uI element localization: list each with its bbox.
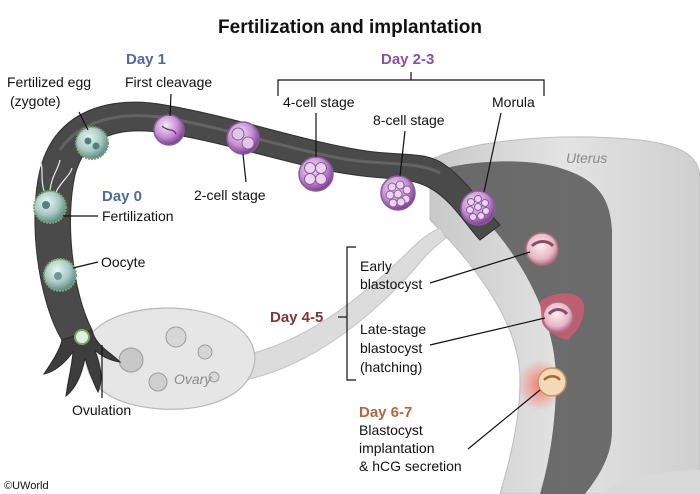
implanting-blastocyst xyxy=(518,359,567,411)
implantation-label-3: & hCG secretion xyxy=(359,458,462,474)
day67-label: Day 6-7 xyxy=(359,404,412,421)
leader-lines xyxy=(63,72,546,450)
ovulation-follicle xyxy=(74,329,90,345)
late-blastocyst-label-1: Late-stage xyxy=(360,321,426,337)
fertilized-egg-label: Fertilized egg xyxy=(7,74,91,90)
two-cell-label: 2-cell stage xyxy=(194,187,266,203)
early-blastocyst-label-2: blastocyst xyxy=(360,276,422,292)
morula xyxy=(460,190,496,226)
day23-label: Day 2-3 xyxy=(381,51,434,68)
ovulation-label: Ovulation xyxy=(72,402,131,418)
morula-label: Morula xyxy=(492,94,535,110)
eight-cell-embryo xyxy=(380,175,416,211)
first-cleavage-cell xyxy=(153,114,185,146)
oocyte-cell xyxy=(43,258,77,292)
oocyte-label: Oocyte xyxy=(101,254,146,270)
fertilization-cell xyxy=(33,159,73,224)
ovary-label: Ovary xyxy=(174,371,212,387)
zygote-cell xyxy=(75,126,109,160)
copyright-text: ©UWorld xyxy=(4,480,49,492)
day0-label: Day 0 xyxy=(102,188,142,205)
four-cell-label: 4-cell stage xyxy=(283,94,355,110)
ovary: Ovary xyxy=(84,307,256,410)
late-blastocyst-label-3: (hatching) xyxy=(360,359,422,375)
eight-cell-label: 8-cell stage xyxy=(373,112,445,128)
day1-label: Day 1 xyxy=(126,51,166,68)
early-blastocyst-label-1: Early xyxy=(360,258,392,274)
fallopian-tube xyxy=(34,101,501,398)
zygote-label: (zygote) xyxy=(10,93,61,109)
early-blastocyst xyxy=(525,232,559,266)
implantation-label-1: Blastocyst xyxy=(359,422,423,438)
late-blastocyst xyxy=(540,293,585,340)
implantation-label-2: implantation xyxy=(359,440,435,456)
two-cell-embryo xyxy=(226,121,260,155)
fertilization-label: Fertilization xyxy=(102,208,174,224)
first-cleavage-label: First cleavage xyxy=(125,74,212,90)
late-blastocyst-label-2: blastocyst xyxy=(360,340,422,356)
uterus-label: Uterus xyxy=(566,150,607,166)
day45-label: Day 4-5 xyxy=(270,309,323,326)
diagram-title: Fertilization and implantation xyxy=(218,17,482,38)
four-cell-embryo xyxy=(298,156,334,192)
